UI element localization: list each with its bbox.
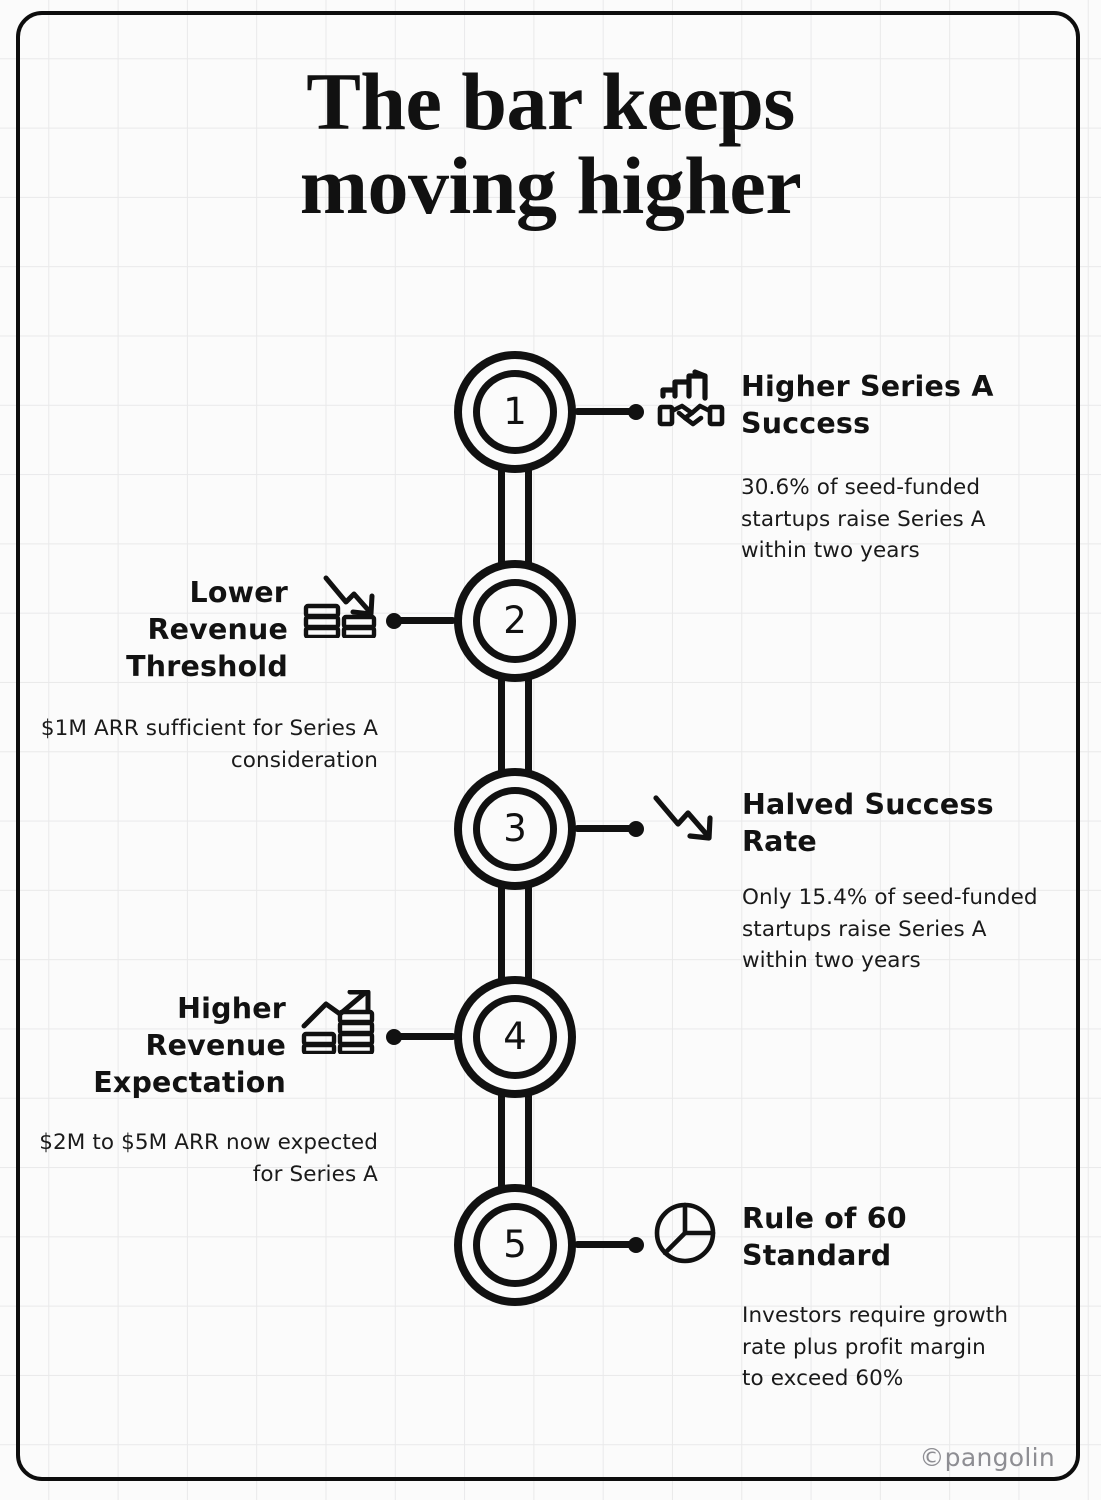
timeline-spine-segment-3-4 (498, 883, 532, 993)
timeline-connector-5-dot (628, 1236, 644, 1253)
timeline-spine-segment-4-5 (498, 1091, 532, 1191)
timeline-node-5-number: 5 (503, 1222, 527, 1266)
rising-arrow-coins-icon (300, 990, 378, 1054)
page-title: The bar keeps moving higher (0, 60, 1101, 227)
timeline-connector-4 (386, 1028, 456, 1045)
timeline-node-2-inner-ring: 2 (473, 579, 557, 663)
timeline-item-5: Rule of 60 Standard Investors require gr… (652, 1200, 1032, 1395)
timeline-node-2-number: 2 (503, 598, 527, 642)
timeline-item-4: Higher Revenue Expectation (38, 990, 378, 1190)
timeline-item-2-title: Lower Revenue Threshold (126, 576, 288, 684)
timeline-item-2: Lower Revenue Threshold (40, 574, 378, 776)
timeline-node-3-number: 3 (503, 806, 527, 850)
page-title-line-1: The bar keeps (306, 56, 795, 147)
timeline-item-4-title: Higher Revenue Expectation (93, 992, 286, 1100)
timeline-item-1-body: 30.6% of seed-funded startups raise Seri… (741, 475, 986, 564)
declining-arrow-coins-icon (302, 574, 378, 638)
handshake-growth-icon (655, 368, 727, 434)
timeline-connector-3-dot (628, 820, 644, 837)
timeline-node-5-inner-ring: 5 (473, 1203, 557, 1287)
timeline-node-3[interactable]: 3 (454, 768, 576, 890)
timeline-node-3-inner-ring: 3 (473, 787, 557, 871)
timeline-spine-segment-2-3 (498, 675, 532, 775)
timeline-item-3: Halved Success Rate Only 15.4% of seed-f… (648, 786, 1058, 977)
timeline-node-4-number: 4 (503, 1014, 527, 1058)
timeline-item-3-body: Only 15.4% of seed-funded startups raise… (742, 885, 1038, 974)
timeline-connector-1-dot (628, 403, 644, 420)
timeline-item-5-title: Rule of 60 Standard (742, 1202, 907, 1273)
timeline-node-2[interactable]: 2 (454, 560, 576, 682)
timeline-item-4-body: $2M to $5M ARR now expected for Series A (39, 1130, 378, 1187)
timeline-connector-2-dot (386, 612, 402, 629)
watermark-credit: ©pangolin (919, 1443, 1055, 1472)
page-title-line-2: moving higher (299, 139, 802, 231)
timeline-item-2-body: $1M ARR sufficient for Series A consider… (40, 716, 378, 773)
pie-chart-icon (652, 1200, 718, 1266)
timeline-connector-3 (574, 820, 644, 837)
timeline-node-1[interactable]: 1 (454, 351, 576, 473)
timeline-node-4[interactable]: 4 (454, 976, 576, 1098)
timeline-spine-segment-1-2 (498, 465, 532, 570)
timeline-connector-1 (574, 403, 644, 420)
timeline-item-1-title: Higher Series A Success (741, 370, 994, 441)
timeline-node-4-inner-ring: 4 (473, 995, 557, 1079)
timeline-item-3-title: Halved Success Rate (742, 788, 994, 859)
timeline-item-5-body: Investors require growth rate plus profi… (742, 1303, 1009, 1392)
timeline-node-5[interactable]: 5 (454, 1184, 576, 1306)
timeline-node-1-number: 1 (503, 389, 527, 433)
timeline-item-1: Higher Series A Success 30.6% of seed-fu… (655, 368, 1015, 567)
timeline-connector-2 (386, 612, 456, 629)
timeline-connector-4-dot (386, 1028, 402, 1045)
down-arrow-icon (648, 786, 720, 848)
timeline-node-1-inner-ring: 1 (473, 370, 557, 454)
timeline-connector-5 (574, 1236, 644, 1253)
